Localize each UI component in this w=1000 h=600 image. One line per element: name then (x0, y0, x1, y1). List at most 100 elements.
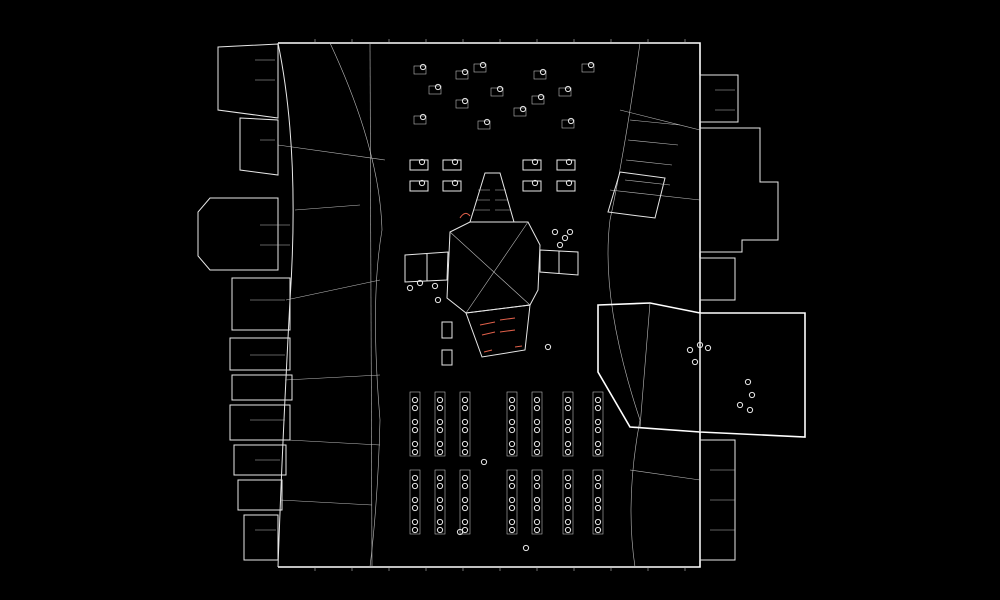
chair-icon (461, 396, 469, 404)
chair-icon (533, 404, 541, 412)
desk (490, 87, 504, 97)
desk (556, 180, 576, 192)
chair-icon (564, 448, 572, 456)
chair-icon (556, 241, 564, 249)
chair-icon (704, 344, 712, 352)
chair-icon (533, 426, 541, 434)
chair-icon (508, 426, 516, 434)
chair-icon (564, 440, 572, 448)
chair-icon (416, 279, 424, 287)
chair-icon (564, 85, 572, 93)
chair-icon (419, 63, 427, 71)
chair-icon (411, 526, 419, 534)
desk-bench (506, 469, 518, 535)
chair-icon (461, 474, 469, 482)
chair-icon (461, 426, 469, 434)
chair-icon (411, 504, 419, 512)
chair-icon (480, 458, 488, 466)
central-core (404, 172, 579, 366)
chair-icon (567, 117, 575, 125)
chair-icon (436, 426, 444, 434)
chair-icon (436, 448, 444, 456)
chair-icon (533, 482, 541, 490)
chair-icon (461, 496, 469, 504)
desk-bench (409, 469, 421, 535)
chair-icon (594, 448, 602, 456)
chair-icon (537, 93, 545, 101)
chair-icon (411, 518, 419, 526)
desk (473, 63, 487, 73)
chair-icon (686, 346, 694, 354)
chair-icon (411, 482, 419, 490)
chair-icon (431, 282, 439, 290)
chair-icon (436, 418, 444, 426)
desk (477, 120, 491, 130)
desk (531, 95, 545, 105)
chair-icon (436, 404, 444, 412)
chair-icon (565, 158, 573, 166)
chair-icon (411, 440, 419, 448)
chair-icon (533, 418, 541, 426)
chair-icon (461, 482, 469, 490)
chair-icon (496, 85, 504, 93)
desk (513, 107, 527, 117)
chair-icon (436, 440, 444, 448)
chair-icon (436, 496, 444, 504)
chair-icon (594, 404, 602, 412)
chair-icon (746, 406, 754, 414)
chair-icon (594, 518, 602, 526)
desk (409, 159, 429, 171)
chair-icon (564, 404, 572, 412)
chair-icon (434, 296, 442, 304)
desk-bench (531, 391, 543, 457)
chair-icon (508, 518, 516, 526)
chair-icon (508, 418, 516, 426)
chair-icon (564, 496, 572, 504)
chair-icon (461, 448, 469, 456)
chair-icon (411, 404, 419, 412)
chair-icon (418, 158, 426, 166)
chair-icon (461, 504, 469, 512)
chair-icon (544, 343, 552, 351)
chair-icon (691, 358, 699, 366)
grid-ticks (314, 39, 686, 571)
chair-icon (411, 474, 419, 482)
desk (455, 70, 469, 80)
chair-icon (561, 234, 569, 242)
desk-bench (459, 391, 471, 457)
desk (442, 180, 462, 192)
desk-bench (592, 391, 604, 457)
chair-icon (508, 504, 516, 512)
desk-bench (434, 469, 446, 535)
desk (522, 180, 542, 192)
desk-bench (562, 469, 574, 535)
chair-icon (436, 396, 444, 404)
chair-icon (479, 61, 487, 69)
chair-icon (587, 61, 595, 69)
chair-icon (564, 504, 572, 512)
desk (442, 159, 462, 171)
chair-icon (461, 440, 469, 448)
chair-icon (522, 544, 530, 552)
chair-icon (411, 426, 419, 434)
chair-icon (696, 341, 704, 349)
main-floor-outline (277, 42, 701, 568)
chair-icon (565, 179, 573, 187)
chair-icon (508, 404, 516, 412)
chair-icon (411, 396, 419, 404)
chair-icon (461, 526, 469, 534)
chair-icon (519, 105, 527, 113)
chair-icon (436, 474, 444, 482)
chair-icon (533, 448, 541, 456)
chair-icon (508, 448, 516, 456)
chair-icon (508, 496, 516, 504)
chair-icon (564, 526, 572, 534)
desk-bench (592, 469, 604, 535)
desk (522, 159, 542, 171)
chair-icon (539, 68, 547, 76)
right-wing (597, 302, 806, 438)
desk-bench (459, 469, 471, 535)
chair-icon (456, 528, 464, 536)
chair-icon (436, 518, 444, 526)
chair-icon (594, 440, 602, 448)
